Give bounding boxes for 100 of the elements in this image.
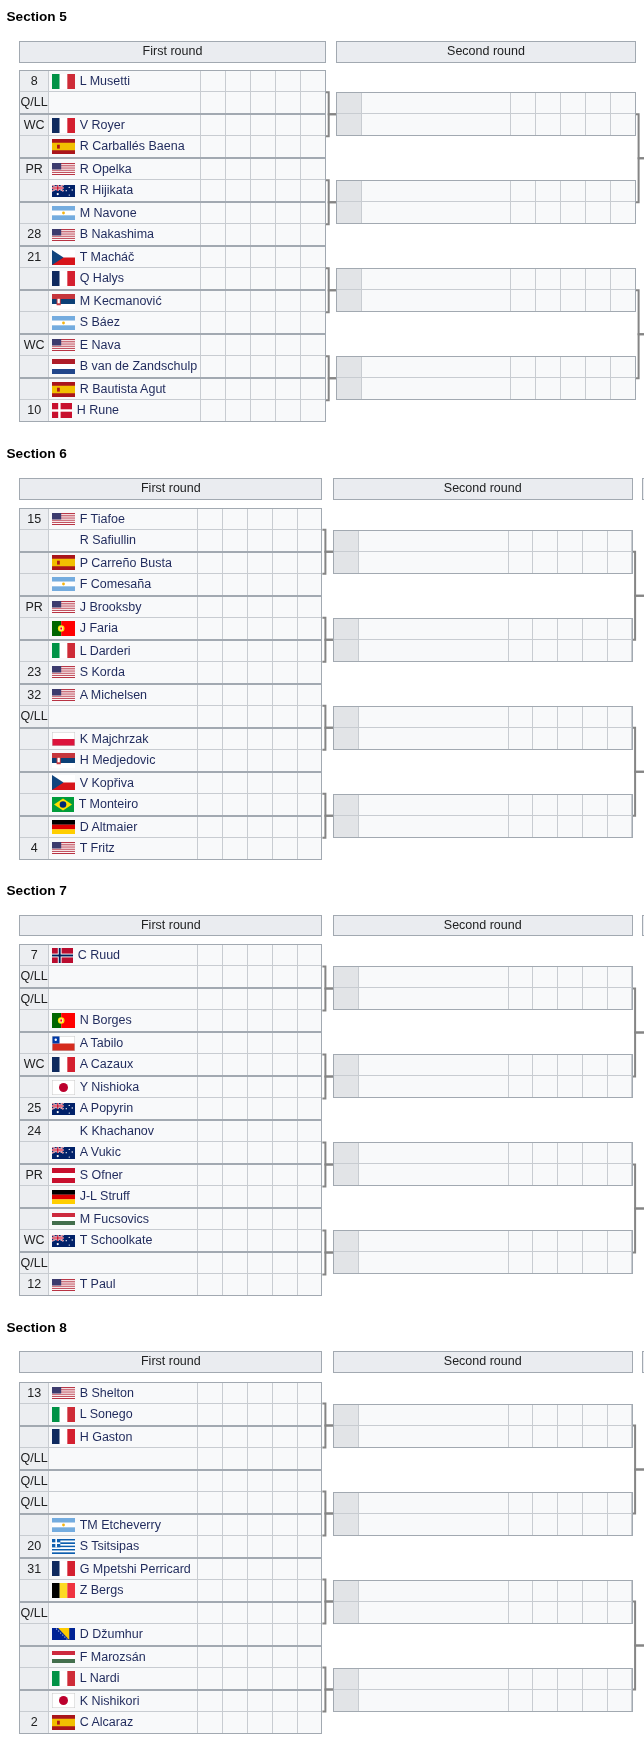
connector-line: [631, 594, 644, 641]
player-name: E Nava: [79, 337, 121, 355]
player-name: J-L Struff: [79, 1188, 130, 1206]
player-name: Y Nishioka: [79, 1079, 140, 1097]
connector-line: [324, 289, 337, 314]
match-box: [336, 180, 636, 225]
connector-line: [321, 726, 334, 751]
seed-cell: PR: [20, 1165, 48, 1186]
player-name: H Gaston: [79, 1428, 133, 1446]
column-header: First round: [19, 1351, 323, 1373]
match-box: [19, 70, 326, 115]
column-header: Second round: [333, 478, 633, 500]
seed-cell: Q/LL: [20, 92, 48, 114]
column-header: Second round: [333, 1351, 633, 1373]
match-box: [19, 202, 326, 247]
player-name: Q Halys: [79, 270, 125, 288]
player-name: G Mpetshi Perricard: [79, 1560, 191, 1578]
connector-line: [321, 1163, 334, 1188]
column-header: Second round: [333, 914, 633, 937]
player-name: A Vukic: [79, 1144, 121, 1162]
connector-line: [631, 770, 644, 817]
seed-cell: Q/LL: [20, 989, 48, 1010]
seed-cell: 12: [20, 1274, 48, 1296]
match-box: [333, 1491, 633, 1536]
connector-line: [321, 1600, 334, 1625]
connector-line: [321, 638, 334, 663]
player-name: L Sonego: [79, 1405, 133, 1423]
player-name: K Khachanov: [79, 1123, 155, 1141]
connector-line: [324, 377, 337, 402]
connector-line: [321, 550, 334, 575]
player-name: B Nakashima: [79, 226, 154, 244]
seed-cell: 13: [20, 1382, 48, 1403]
seed-cell: Q/LL: [20, 1253, 48, 1274]
match-box: [336, 356, 636, 401]
seed-cell: 7: [20, 945, 48, 966]
seed-cell: WC: [20, 335, 48, 356]
seed-cell: 21: [20, 247, 48, 268]
match-box: [19, 246, 326, 291]
player-name: M Kecmanović: [79, 293, 162, 311]
player-name: L Nardi: [79, 1669, 120, 1687]
player-name: TM Etcheverry: [79, 1516, 161, 1534]
player-name: D Džumhur: [79, 1625, 143, 1643]
connector-line: [631, 1031, 644, 1078]
seed-cell: 8: [20, 71, 48, 92]
match-box: [333, 1667, 633, 1712]
seed-cell: 25: [20, 1098, 48, 1120]
seed-cell: Q/LL: [20, 1470, 48, 1491]
seed-cell: 32: [20, 684, 48, 705]
player-name: Z Bergs: [79, 1581, 124, 1599]
connector-line: [631, 1207, 644, 1254]
player-name: S Báez: [79, 314, 120, 332]
player-name: R Opelka: [79, 161, 132, 179]
connector-line: [631, 1468, 644, 1515]
match-box: [19, 1557, 323, 1602]
player-name: A Popyrin: [79, 1100, 134, 1118]
player-name: R Safiullin: [79, 531, 136, 549]
seed-cell: 2: [20, 1711, 48, 1733]
player-name: F Marozsán: [79, 1648, 146, 1666]
connector-line: [635, 333, 644, 380]
player-name: M Navone: [79, 205, 137, 223]
player-name: C Alcaraz: [79, 1713, 134, 1731]
match-box: [19, 944, 323, 989]
connector-line: [321, 1075, 334, 1100]
seed-cell: 28: [20, 224, 48, 246]
section-title: Section 7: [6, 882, 67, 899]
column-header: First round: [19, 914, 323, 937]
seed-cell: Q/LL: [20, 966, 48, 988]
seed-cell: WC: [20, 115, 48, 136]
player-name: N Borges: [79, 1012, 132, 1030]
seed-cell: Q/LL: [20, 1491, 48, 1513]
seed-cell: 10: [20, 400, 48, 422]
match-box: [333, 1054, 633, 1099]
match-box: [19, 1032, 323, 1077]
player-name: A Cazaux: [79, 1056, 134, 1074]
connector-line: [321, 1512, 334, 1537]
match-box: [19, 158, 326, 203]
seed-cell: 31: [20, 1558, 48, 1579]
player-name: B van de Zandschulp: [79, 358, 198, 376]
player-name: T Paul: [79, 1276, 116, 1294]
connector-line: [324, 113, 337, 138]
match-box: [19, 1601, 323, 1646]
match-box: [333, 617, 633, 662]
section-title: Section 5: [6, 9, 67, 25]
player-name: F Tiafoe: [79, 510, 125, 528]
player-name: C Ruud: [77, 947, 121, 965]
match-box: [19, 771, 323, 816]
match-box: [19, 1076, 323, 1121]
match-box: [333, 1230, 633, 1275]
seed-cell: Q/LL: [20, 1602, 48, 1623]
seed-cell: 20: [20, 1535, 48, 1557]
player-name: F Comesaña: [79, 575, 152, 593]
match-box: [336, 92, 636, 137]
player-name: T Fritz: [79, 839, 115, 857]
seed-cell: Q/LL: [20, 705, 48, 727]
match-box: [19, 1252, 323, 1297]
player-name: P Carreño Busta: [79, 554, 172, 572]
match-box: [19, 114, 326, 159]
player-name: S Korda: [79, 663, 125, 681]
player-name: H Medjedovic: [79, 751, 156, 769]
match-box: [19, 1208, 323, 1253]
